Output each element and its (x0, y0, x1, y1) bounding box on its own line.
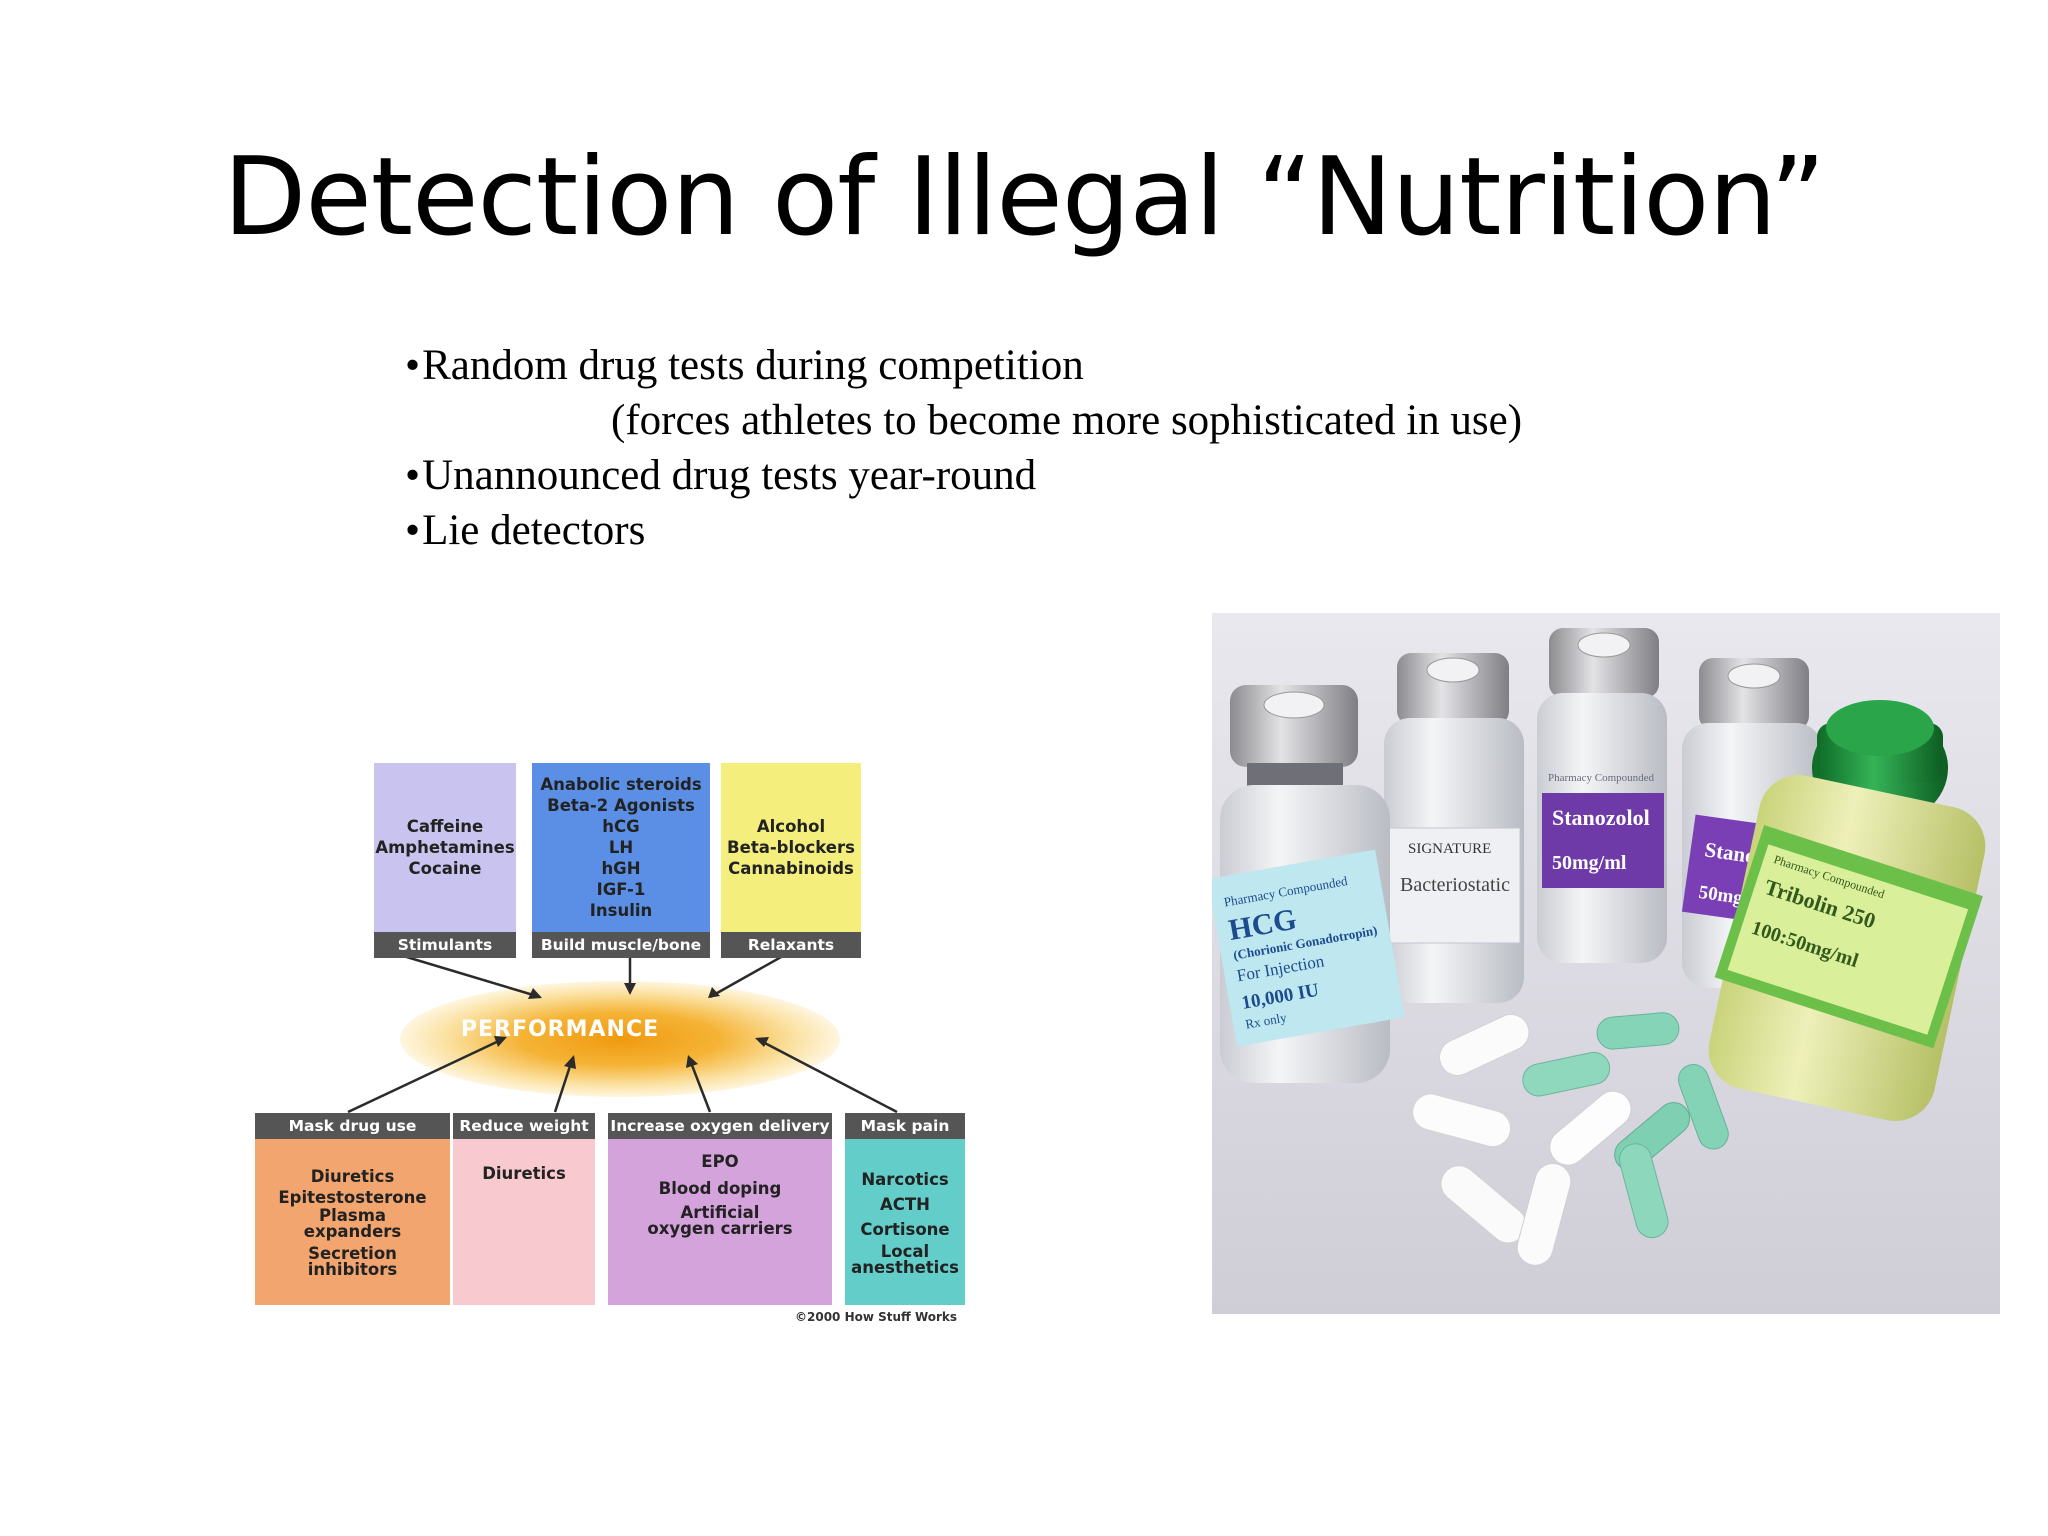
box-item: Amphetamines (375, 838, 515, 857)
slide-title: Detection of Illegal “Nutrition” (223, 135, 1826, 260)
box-item: Beta-2 Agonists (547, 796, 695, 815)
box-mask-pain: Mask pain Narcotics ACTH Cortisone Local… (845, 1113, 965, 1305)
box-content: Diuretics Epitestosterone Plasma expande… (255, 1139, 450, 1305)
box-item: Secretion (308, 1244, 397, 1263)
box-item: Artificial (680, 1203, 760, 1222)
vials-and-pills-photo: Stanozolol 50mg/ml Pharmacy Compounded S… (1207, 613, 2000, 1314)
box-mask-drug-use: Mask drug use Diuretics Epitestosterone … (255, 1113, 450, 1305)
vial-bacteriostatic: SIGNATURE Bacteriostatic (1384, 653, 1524, 1003)
box-item: Anabolic steroids (540, 775, 702, 794)
box-item: Local (880, 1241, 930, 1261)
vial-label-text: 50mg/ml (1552, 852, 1627, 874)
box-header: Build muscle/bone (532, 932, 710, 958)
box-header: Mask drug use (255, 1113, 450, 1139)
arrowheads (494, 983, 769, 1069)
box-content: Diuretics (453, 1139, 595, 1305)
box-item: anesthetics (851, 1257, 959, 1277)
box-item: Diuretics (310, 1167, 395, 1186)
box-item: LH (608, 838, 634, 857)
box-increase-oxygen: Increase oxygen delivery EPO Blood dopin… (608, 1113, 832, 1305)
bullet-list: •Random drug tests during competition (f… (405, 338, 1522, 558)
bullet-item: •Lie detectors (405, 503, 1522, 558)
box-relaxants: Alcohol Beta-blockers Cannabinoids Relax… (721, 763, 861, 958)
diagram-connectors (347, 950, 898, 1114)
performance-drugs-diagram: PERFORMANCE Caffeine Amphetamines Cocain… (250, 755, 970, 1345)
box-item: IGF-1 (596, 880, 646, 899)
performance-glow (400, 981, 840, 1097)
box-reduce-weight: Reduce weight Diuretics (453, 1113, 595, 1305)
box-item: Alcohol (756, 817, 826, 836)
vial-label-text: Stanozolol (1552, 805, 1650, 830)
arrow-mask-drug (347, 1037, 504, 1114)
box-item: Cortisone (860, 1219, 950, 1239)
bullet-text: Lie detectors (422, 507, 646, 554)
box-header: Relaxants (721, 932, 861, 958)
box-item: expanders (303, 1222, 402, 1241)
bullet-item: •Random drug tests during competition (405, 338, 1522, 393)
bullet-item: •Unannounced drug tests year-round (405, 448, 1522, 503)
photo-illustration: Stanozolol 50mg/ml Pharmacy Compounded S… (1207, 613, 2000, 1314)
box-item: Blood doping (658, 1179, 782, 1198)
box-item: ACTH (880, 1194, 930, 1214)
box-item: Cannabinoids (728, 859, 854, 878)
box-item: Caffeine (406, 817, 484, 836)
box-header: Mask pain (845, 1113, 965, 1139)
vial-label-text: SIGNATURE (1408, 841, 1491, 857)
box-item: Insulin (589, 901, 653, 920)
box-content: Caffeine Amphetamines Cocaine (374, 763, 516, 932)
box-item: EPO (701, 1152, 739, 1171)
bullet-glyph: • (405, 452, 421, 499)
vial-label-text: Bacteriostatic (1400, 874, 1510, 896)
arrow-relaxants (709, 950, 791, 999)
vial-tribolin: Pharmacy Compounded Tribolin 250 100:50m… (1708, 700, 1986, 1121)
vial-stanozolol-1: Stanozolol 50mg/ml Pharmacy Compounded (1537, 628, 1667, 963)
bullet-glyph: • (405, 507, 421, 554)
copyright-text: ©2000 How Stuff Works (795, 1310, 958, 1324)
arrow-mask-pain (758, 1038, 898, 1114)
bullet-text: Unannounced drug tests year-round (422, 452, 1037, 499)
box-item: Beta-blockers (727, 838, 855, 857)
box-stimulants: Caffeine Amphetamines Cocaine Stimulants (374, 763, 516, 958)
box-item: Epitestosterone (278, 1188, 427, 1207)
box-item: oxygen carriers (647, 1219, 793, 1238)
box-header: Increase oxygen delivery (608, 1113, 832, 1139)
bullet-text: Random drug tests during competition (422, 342, 1084, 389)
box-item: hCG (602, 817, 640, 836)
box-content: Alcohol Beta-blockers Cannabinoids (721, 763, 861, 932)
box-build-muscle: Anabolic steroids Beta-2 Agonists hCG LH… (532, 763, 710, 958)
box-header: Reduce weight (453, 1113, 595, 1139)
box-content: Anabolic steroids Beta-2 Agonists hCG LH… (532, 763, 710, 932)
vial-label-text: Rx only (1244, 1010, 1288, 1032)
capsules (1412, 1012, 1729, 1266)
box-item: inhibitors (307, 1260, 398, 1279)
box-item: hGH (601, 859, 641, 878)
box-item: Narcotics (861, 1169, 949, 1189)
box-item: Plasma (318, 1206, 387, 1225)
box-content: EPO Blood doping Artificial oxygen carri… (608, 1139, 832, 1305)
box-item: Cocaine (408, 859, 482, 878)
box-item: Diuretics (482, 1164, 566, 1183)
vial-label-text: Pharmacy Compounded (1548, 772, 1655, 784)
vial-hcg: Pharmacy Compounded HCG (Chorionic Gonad… (1207, 685, 1405, 1083)
arrow-oxygen (688, 1059, 712, 1113)
box-content: Narcotics ACTH Cortisone Local anestheti… (845, 1139, 965, 1305)
arrow-reduce-weight (553, 1059, 574, 1113)
bullet-subtext: (forces athletes to become more sophisti… (611, 397, 1523, 444)
performance-label: PERFORMANCE (460, 1017, 660, 1042)
connector-arrows (347, 950, 898, 1114)
box-header: Stimulants (374, 932, 516, 958)
arrow-stimulants (389, 950, 541, 999)
bullet-glyph: • (405, 342, 421, 389)
